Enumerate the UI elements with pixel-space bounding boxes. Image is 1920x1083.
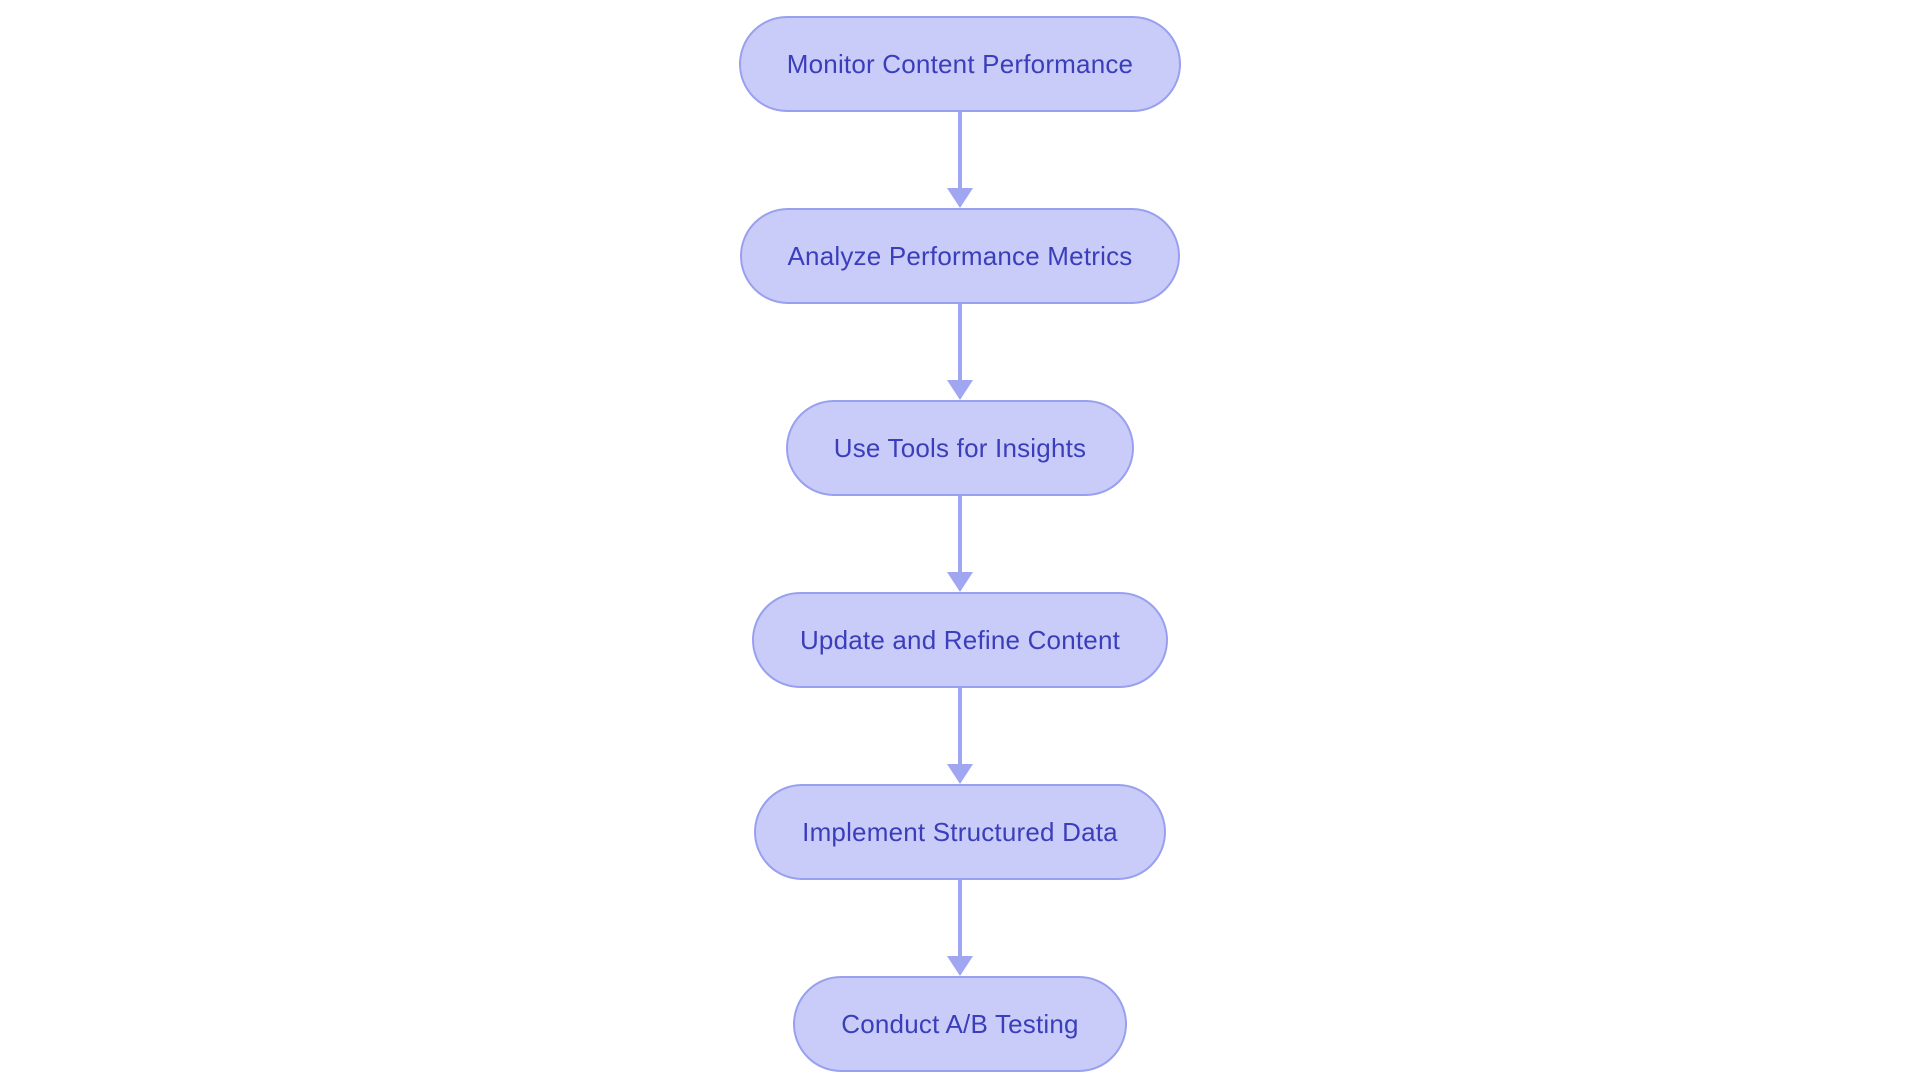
arrow-down-icon	[947, 572, 973, 592]
arrow-line	[958, 112, 962, 188]
node-label: Conduct A/B Testing	[841, 1008, 1079, 1039]
flow-connector-arrow	[946, 112, 974, 208]
node-label: Monitor Content Performance	[786, 48, 1134, 79]
arrow-down-icon	[947, 380, 973, 400]
arrow-down-icon	[947, 956, 973, 976]
flow-connector-arrow	[946, 688, 974, 784]
flow-connector-arrow	[946, 304, 974, 400]
flow-node-update-and-refine-content[interactable]: Update and Refine Content	[751, 592, 1169, 688]
arrow-line	[958, 880, 962, 956]
arrow-down-icon	[947, 188, 973, 208]
arrow-line	[958, 688, 962, 764]
flow-node-analyze-performance-metrics[interactable]: Analyze Performance Metrics	[739, 208, 1181, 304]
flow-node-use-tools-for-insights[interactable]: Use Tools for Insights	[785, 400, 1135, 496]
node-label: Analyze Performance Metrics	[787, 240, 1133, 271]
arrow-down-icon	[947, 764, 973, 784]
arrow-line	[958, 496, 962, 572]
node-label: Use Tools for Insights	[833, 432, 1087, 463]
flow-node-implement-structured-data[interactable]: Implement Structured Data	[754, 784, 1166, 880]
flow-connector-arrow	[946, 496, 974, 592]
flow-node-conduct-ab-testing[interactable]: Conduct A/B Testing	[793, 976, 1127, 1072]
flow-node-monitor-content-performance[interactable]: Monitor Content Performance	[738, 16, 1182, 112]
node-label: Implement Structured Data	[802, 816, 1118, 847]
arrow-line	[958, 304, 962, 380]
node-label: Update and Refine Content	[799, 624, 1121, 655]
flow-connector-arrow	[946, 880, 974, 976]
